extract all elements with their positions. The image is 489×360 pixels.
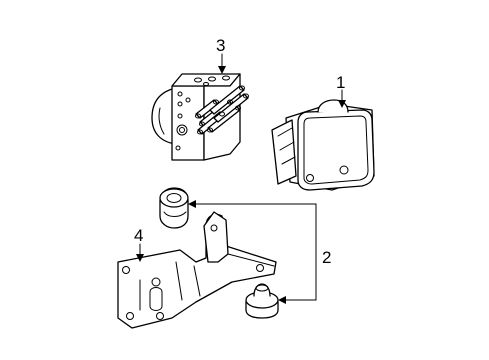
solenoid-pins	[195, 85, 249, 135]
leader-lines	[136, 53, 346, 304]
callout-2: 2	[322, 248, 331, 267]
abs-control-module	[271, 99, 375, 191]
callout-4: 4	[134, 226, 143, 245]
callout-3: 3	[216, 36, 225, 55]
callout-1: 1	[336, 73, 345, 92]
abs-modulator-valve	[151, 73, 249, 161]
bracket	[117, 211, 277, 329]
grommet-lower	[245, 283, 279, 319]
grommet-upper	[159, 187, 189, 229]
